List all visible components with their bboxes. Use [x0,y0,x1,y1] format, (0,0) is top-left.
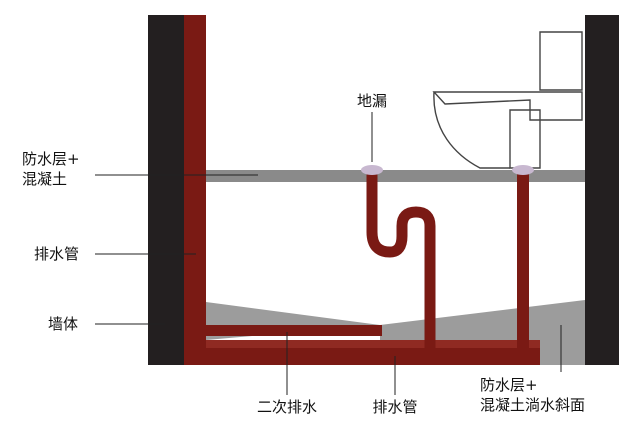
label-waterproof-concrete-line2: 混凝土 [22,170,68,188]
vertical-drain-pipe [184,15,206,365]
bottom-drain-pipe [206,348,540,365]
label-floor-drain: 地漏 [356,92,387,110]
label-drain-pipe-left: 排水管 [34,245,80,263]
floor-drain-trap-pipe [366,172,436,348]
slope-screed-right [380,300,585,365]
floor-drain-cap [361,165,383,175]
bottom-drain-pipe-highlight [206,340,540,348]
right-wall [585,15,619,365]
label-drain-pipe-bottom: 排水管 [372,398,418,416]
floor-slab [206,170,586,182]
label-wall: 墙体 [48,315,79,333]
toilet-drain-cap [512,165,534,175]
label-waterproof-slope-line2: 混凝土淌水斜面 [480,396,586,414]
label-waterproof-slope-line1: 防水层+ [480,376,538,394]
toilet-outline [432,31,583,169]
leader-lines [95,112,562,395]
toilet-drain-pipe [517,172,529,348]
label-secondary-drain: 二次排水 [256,398,317,416]
left-wall [148,15,184,365]
label-waterproof-concrete-line1: 防水层+ [22,150,80,168]
secondary-drain-pipe [206,325,382,336]
